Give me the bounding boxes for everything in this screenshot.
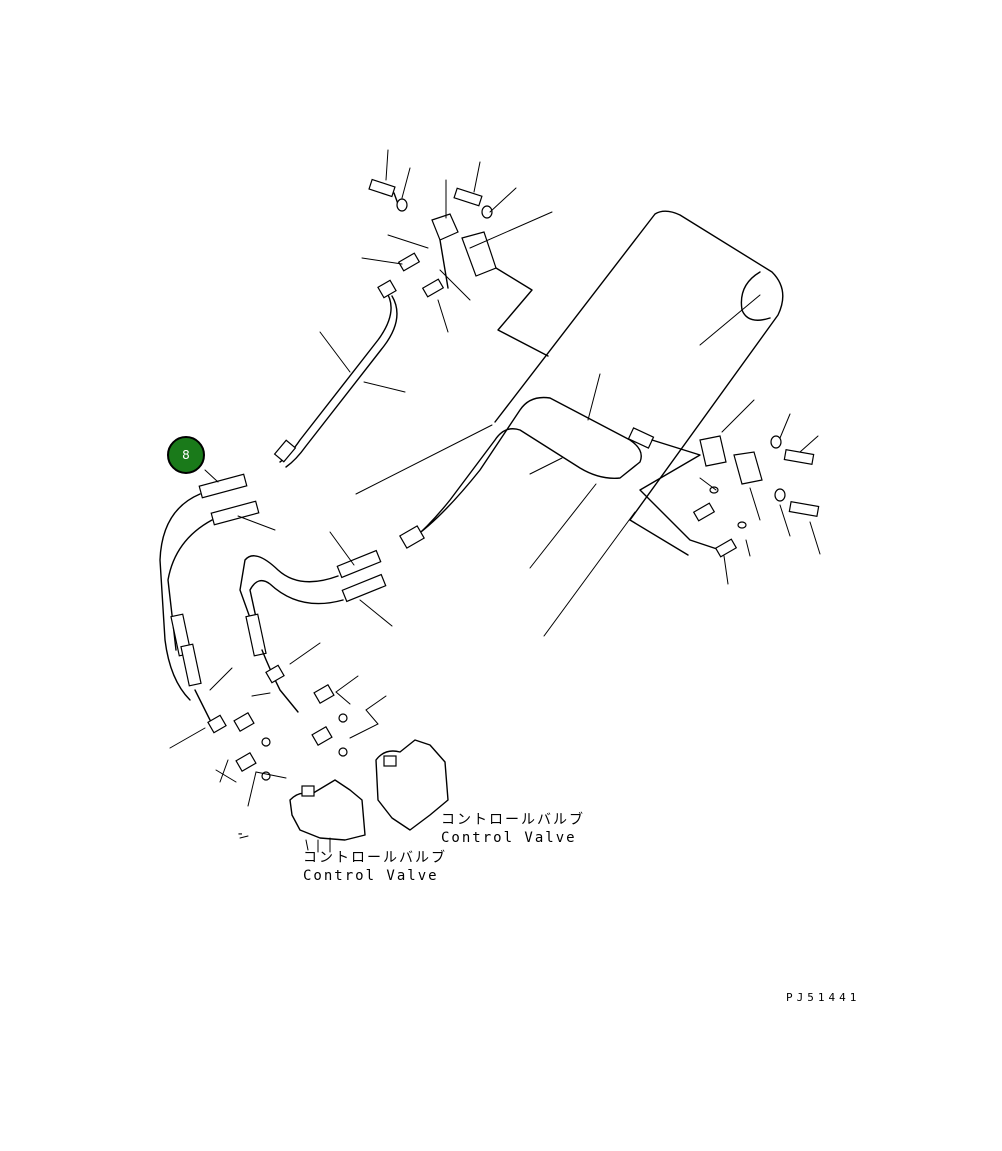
control-valve-right	[375, 739, 449, 831]
valve-fittings	[233, 683, 348, 781]
right-pipe-pair	[399, 396, 721, 551]
callout-badge[interactable]: 8	[167, 436, 205, 474]
upper-pipe-pair	[273, 279, 398, 468]
dash-mark: -	[236, 826, 247, 842]
valve-label-left-en: Control Valve	[303, 868, 439, 884]
callout-number: 8	[182, 448, 190, 462]
leader-lines	[169, 149, 821, 839]
top-clamp-assembly	[368, 178, 549, 357]
boom-body	[494, 210, 784, 556]
left-hoses	[159, 473, 260, 734]
valve-label-left-jp: コントロールバルブ	[303, 850, 447, 866]
right-clamp-assembly	[692, 435, 820, 558]
valve-label-right-en: Control Valve	[441, 830, 577, 846]
control-valve-left	[289, 779, 366, 853]
drawing-code: PJ51441	[786, 991, 861, 1004]
middle-hoses	[239, 549, 387, 713]
valve-label-right-jp: コントロールバルブ	[441, 812, 585, 828]
